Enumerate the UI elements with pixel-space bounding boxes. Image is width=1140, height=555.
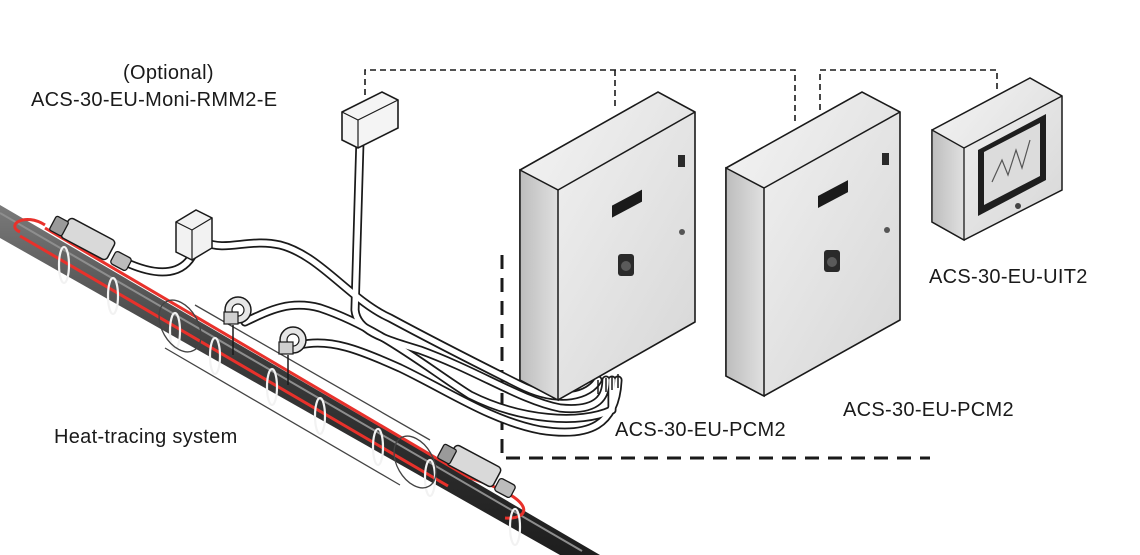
cable-connector-left (49, 215, 132, 271)
cable-connector-right (437, 443, 516, 498)
pcm-right-label: ACS-30-EU-PCM2 (843, 399, 1014, 421)
rtd-sensor-icon (223, 296, 252, 355)
heat-tracing-label: Heat-tracing system (54, 426, 238, 448)
pcm-panel-icon (519, 91, 696, 402)
uit-touch-panel-icon (931, 77, 1063, 242)
uit-label: ACS-30-EU-UIT2 (929, 266, 1088, 288)
optional-label: (Optional) (123, 62, 214, 84)
pcm-left-label: ACS-30-EU-PCM2 (615, 419, 786, 441)
rtd-sensor-icon (278, 326, 307, 385)
panel-cable-entry (597, 374, 619, 394)
pipe-straps (57, 245, 522, 547)
rmm-label: ACS-30-EU-Moni-RMM2-E (31, 89, 278, 111)
communication-lines (364, 69, 998, 125)
pcm-panel-icon (725, 91, 901, 398)
panel-boundary (500, 255, 930, 460)
heat-tracing-zone (158, 299, 437, 489)
rmm-module-icon (341, 91, 399, 149)
junction-box-icon (175, 209, 213, 261)
field-cables (120, 135, 623, 437)
